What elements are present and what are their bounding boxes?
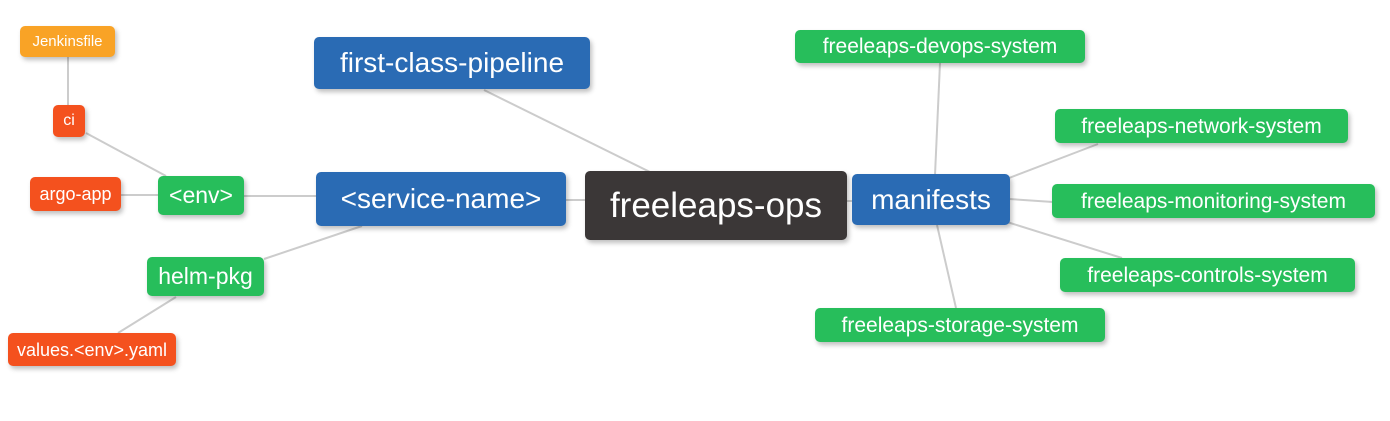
node-manifests[interactable]: manifests [852,174,1010,225]
edge-manifests-controls [1006,221,1123,259]
node-service-name[interactable]: <service-name> [316,172,566,226]
node-helm-pkg[interactable]: helm-pkg [147,257,264,296]
edge-ci-env [85,132,167,177]
edge-manifests-storage [936,224,957,309]
node-devops-system[interactable]: freeleaps-devops-system [795,30,1085,63]
node-storage-system[interactable]: freeleaps-storage-system [815,308,1105,342]
edge-manifests-devops [934,62,941,176]
edge-first-class-pipeline-root [483,89,651,173]
node-values-env-yaml[interactable]: values.<env>.yaml [8,333,176,366]
node-jenkinsfile[interactable]: Jenkinsfile [20,26,115,57]
edge-service-name-helm-pkg [263,225,363,260]
edge-manifests-network [1008,143,1099,179]
node-monitoring-system[interactable]: freeleaps-monitoring-system [1052,184,1375,218]
node-argo-app[interactable]: argo-app [30,177,121,211]
edge-manifests-monitoring [1008,198,1054,203]
node-controls-system[interactable]: freeleaps-controls-system [1060,258,1355,292]
node-ci[interactable]: ci [53,105,85,137]
node-env[interactable]: <env> [158,176,244,215]
node-network-system[interactable]: freeleaps-network-system [1055,109,1348,143]
node-first-class-pipeline[interactable]: first-class-pipeline [314,37,590,89]
node-freeleaps-ops-root[interactable]: freeleaps-ops [585,171,847,240]
edge-helm-pkg-values [117,296,177,334]
